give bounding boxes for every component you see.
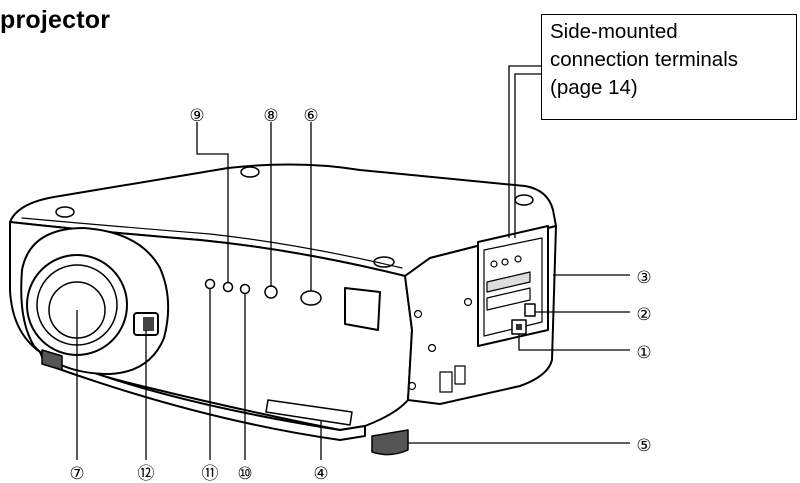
side-terminals-callout-box: Side-mounted connection terminals (page …: [541, 14, 797, 120]
side-connector-2: [524, 303, 536, 317]
front-indicator-9: [222, 281, 234, 293]
callout-line-3: (page 14): [550, 76, 638, 99]
callout-12: ⑫: [138, 464, 155, 483]
lens-housing: [20, 227, 170, 375]
callout-7: ⑦: [69, 464, 84, 483]
callout-line-1: Side-mounted: [550, 20, 678, 43]
leader-terminals-b: [514, 73, 541, 238]
callout-6: ⑥: [303, 106, 318, 125]
callout-9: ⑨: [189, 106, 204, 125]
callout-5: ⑤: [636, 436, 651, 455]
callout-line-2: connection terminals: [550, 48, 739, 71]
front-indicator-10: [239, 283, 251, 295]
projector-bottom-edge: [39, 351, 366, 441]
top-foot-center: [240, 166, 260, 178]
callout-10: ⑩: [237, 464, 252, 483]
callout-11: ⑪: [202, 464, 219, 483]
diagram-title: projector: [0, 6, 111, 34]
callout-2: ②: [636, 305, 651, 324]
leader-terminals-a: [508, 65, 541, 238]
top-foot-right: [373, 256, 395, 268]
leader-1: [518, 334, 630, 351]
front-vent-window: [344, 287, 381, 331]
adjustable-foot-5: [371, 429, 409, 456]
front-indicator-11: [204, 278, 216, 290]
callout-4: ④: [313, 464, 328, 483]
leader-9: [196, 122, 229, 282]
front-handle-4: [265, 399, 353, 426]
front-left-foot: [41, 349, 63, 371]
callout-1: ①: [636, 343, 651, 362]
callout-3: ③: [636, 268, 651, 287]
callout-8: ⑧: [263, 106, 278, 125]
top-foot-left: [55, 206, 75, 218]
